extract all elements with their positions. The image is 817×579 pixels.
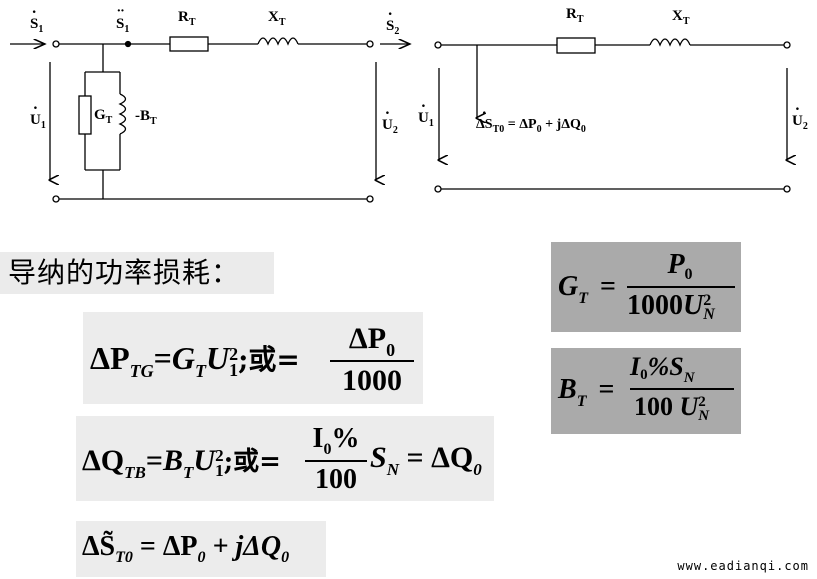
conductance-gt — [78, 95, 92, 135]
terminal-right-bottom — [783, 185, 791, 193]
label-u1-left: U1 — [30, 112, 46, 131]
label-rt-right: RT — [566, 6, 584, 25]
terminal-left-bottom — [52, 195, 60, 203]
formula-gt-lhs: GT= — [558, 271, 616, 307]
inductor-xt — [257, 37, 299, 46]
fraction-bar — [627, 286, 735, 288]
terminal-left-bottom — [434, 185, 442, 193]
formula-dptg-numerator: ΔP0 — [348, 322, 396, 360]
section-heading: 导纳的功率损耗： — [0, 252, 274, 294]
label-u2-right: U2 — [792, 113, 808, 132]
fraction-bar — [330, 360, 414, 362]
terminal-right-top — [366, 40, 374, 48]
node-dot — [124, 40, 132, 48]
formula-box-dst0 — [76, 521, 326, 577]
terminal-right-top — [783, 41, 791, 49]
formula-box-dptg — [83, 312, 423, 404]
label-u1-right: U1 — [418, 110, 434, 129]
label-bt: -BT — [135, 108, 157, 127]
label-u2-left: U2 — [382, 117, 398, 136]
label-dst0-equation: ΔST0 = ΔP0 + jΔQ0 — [476, 117, 586, 135]
inductor-xt — [649, 38, 691, 47]
formula-dqtb-numerator: I0% — [312, 423, 360, 458]
formula-bt-numerator: I0%SN — [630, 352, 695, 386]
label-s1-mid: S1 — [116, 16, 129, 35]
formula-dptg-denominator: 1000 — [342, 364, 402, 397]
terminal-right-bottom — [366, 195, 374, 203]
formula-box-dqtb — [76, 416, 494, 501]
formula-dqtb-denominator: 100 — [315, 464, 357, 495]
resistor-rt — [169, 36, 209, 52]
susceptance-bt — [118, 93, 127, 135]
label-s1: S1 — [30, 16, 43, 35]
watermark-url: www.eadianqi.com — [677, 559, 809, 573]
fraction-bar — [630, 388, 734, 390]
label-xt-left: XT — [268, 9, 286, 28]
circuit-diagrams — [10, 36, 817, 203]
formula-bt-lhs: BT= — [558, 374, 615, 410]
terminal-left-top — [434, 41, 442, 49]
fraction-bar — [305, 460, 367, 462]
formula-box-bt — [551, 348, 741, 434]
left-circuit — [10, 36, 410, 203]
resistor-rt — [556, 37, 596, 54]
label-s2: S2 — [386, 18, 399, 37]
formula-dqtb-rhs: SN = ΔQ0 — [370, 441, 482, 479]
terminal-left-top — [52, 40, 60, 48]
label-xt-right: XT — [672, 8, 690, 27]
label-rt-left: RT — [178, 9, 196, 28]
formula-dst0: ΔS̃T0 = ΔP0 + jΔQ0 — [82, 531, 290, 566]
right-circuit — [434, 37, 791, 193]
label-gt: GT — [94, 107, 113, 126]
formula-gt-numerator: P0 — [667, 249, 693, 283]
